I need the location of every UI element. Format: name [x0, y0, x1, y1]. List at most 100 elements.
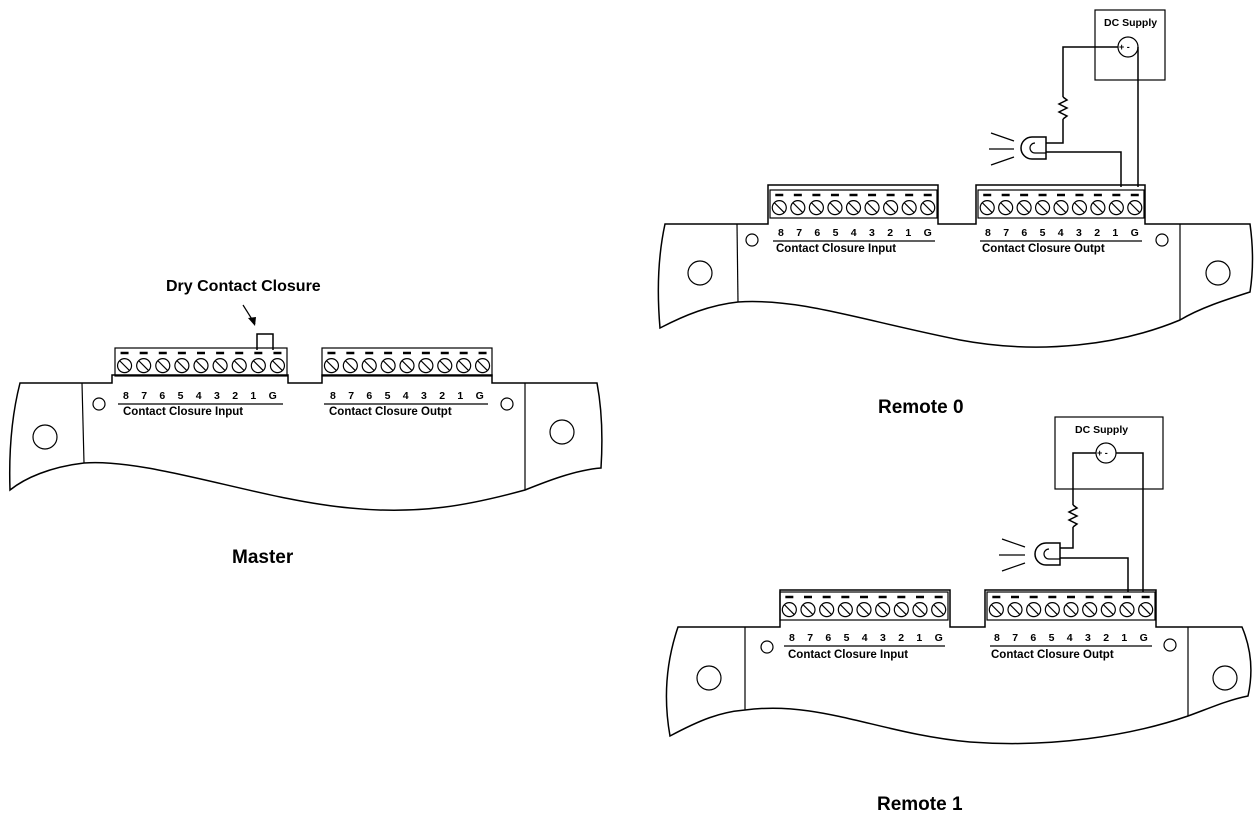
pin-number-label: 2 — [1103, 632, 1109, 644]
pin-number-label: 3 — [421, 390, 427, 402]
remote0-title: Remote 0 — [878, 397, 964, 418]
terminal-screw-icon — [1090, 200, 1106, 216]
terminal-screw-icon — [323, 358, 340, 374]
pin-number-label: G — [269, 390, 277, 402]
dc-supply-box — [1054, 416, 1164, 490]
terminal-screw-icon — [1034, 200, 1051, 216]
pin-number-label: 6 — [366, 390, 372, 402]
pin-number-label: 5 — [385, 390, 391, 402]
pin-number-label: 1 — [905, 227, 911, 239]
pin-number-label: 5 — [833, 227, 839, 239]
terminal-screw-icon — [912, 602, 928, 618]
master-chassis — [8, 374, 603, 512]
terminal-screw-icon — [1100, 602, 1116, 618]
terminal-screw-icon — [856, 602, 872, 618]
callout-arrowhead — [248, 317, 256, 326]
pin-number-label: 6 — [1030, 632, 1036, 644]
supply-negative-wire — [1116, 452, 1144, 592]
pin-number-label: 8 — [330, 390, 336, 402]
terminal-screw-icon — [1053, 200, 1069, 216]
remote0-output-terminal-block — [977, 189, 1145, 219]
terminal-screw-icon — [1119, 602, 1135, 618]
pin-number-label: 1 — [250, 390, 256, 402]
light-ray — [990, 132, 1015, 142]
pin-number-label: 6 — [814, 227, 820, 239]
mounting-hole — [1205, 260, 1231, 286]
pin-number-label: 7 — [1012, 632, 1018, 644]
pin-number-label: 3 — [880, 632, 886, 644]
mounting-hole — [687, 260, 713, 286]
pin-number-label: 1 — [457, 390, 463, 402]
terminal-screw-icon — [1044, 602, 1060, 618]
input-strip-label: Contact Closure Input — [123, 406, 243, 418]
terminal-screw-icon — [875, 602, 891, 618]
dc-supply-label: DC Supply — [1075, 424, 1128, 436]
mounting-hole — [696, 665, 722, 691]
terminal-screw-icon — [827, 200, 843, 216]
dc-supply-box — [1094, 9, 1166, 81]
terminal-screw-icon — [1108, 200, 1124, 216]
terminal-screw-icon — [155, 358, 171, 374]
light-ray — [1001, 562, 1026, 572]
pin-number-label: 5 — [178, 390, 184, 402]
output-strip-label: Contact Closure Outpt — [329, 406, 452, 418]
pin-number-label: 7 — [796, 227, 802, 239]
pin-number-label: 6 — [825, 632, 831, 644]
pin-number-label: 7 — [807, 632, 813, 644]
pin-number-label: 5 — [1040, 227, 1046, 239]
terminal-screw-icon — [231, 358, 247, 374]
pin-number-label: 1 — [1121, 632, 1127, 644]
terminal-screw-icon — [893, 602, 909, 618]
pin-number-label: 3 — [1085, 632, 1091, 644]
output-strip-label: Contact Closure Outpt — [991, 649, 1114, 661]
supply-positive-wire — [1072, 452, 1096, 505]
pin-number-label: 2 — [887, 227, 893, 239]
terminal-screw-icon — [837, 602, 853, 618]
pin-number-label: 4 — [1067, 632, 1073, 644]
terminal-screw-icon — [116, 358, 133, 374]
lamp-to-output-wire — [1060, 557, 1129, 592]
pin-number-label: 4 — [403, 390, 409, 402]
terminal-screw-icon — [1127, 200, 1143, 216]
pin-number-label: G — [924, 227, 932, 239]
terminal-screw-icon — [781, 602, 797, 618]
remote1-title: Remote 1 — [877, 794, 963, 815]
terminal-screw-icon — [1071, 200, 1088, 216]
pin-number-label: 4 — [851, 227, 857, 239]
terminal-screw-icon — [193, 358, 209, 374]
terminal-screw-icon — [342, 358, 358, 374]
pin-number-label: 8 — [123, 390, 129, 402]
pin-number-label: 7 — [141, 390, 147, 402]
pin-number-label: 1 — [916, 632, 922, 644]
remote0-chassis — [657, 184, 1254, 348]
input-strip-label: Contact Closure Input — [776, 243, 896, 255]
terminal-screw-icon — [800, 602, 816, 618]
terminal-screw-icon — [418, 358, 434, 374]
resistor-to-lamp-wire — [1060, 527, 1074, 549]
pin-number-label: 4 — [196, 390, 202, 402]
resistor-icon — [1057, 96, 1069, 120]
terminal-screw-icon — [269, 358, 286, 374]
terminal-screw-icon — [174, 358, 190, 374]
pin-number-label: 2 — [232, 390, 238, 402]
terminal-screw-icon — [808, 200, 824, 216]
pin-number-label: 4 — [1058, 227, 1064, 239]
output-strip-label: Contact Closure Outpt — [982, 243, 1105, 255]
pin-number-label: 8 — [778, 227, 784, 239]
terminal-screw-icon — [988, 602, 1004, 618]
pin-number-label: 2 — [898, 632, 904, 644]
pin-number-label: 3 — [214, 390, 220, 402]
pin-number-label: G — [1131, 227, 1139, 239]
mounting-hole — [32, 424, 58, 450]
pin-number-label: 2 — [1094, 227, 1100, 239]
terminal-screw-icon — [864, 200, 880, 216]
terminal-screw-icon — [399, 358, 415, 374]
terminal-screw-icon — [1138, 602, 1154, 618]
terminal-screw-icon — [136, 358, 152, 374]
lamp-to-output-wire — [1046, 151, 1122, 187]
remote1-chassis — [665, 589, 1252, 745]
